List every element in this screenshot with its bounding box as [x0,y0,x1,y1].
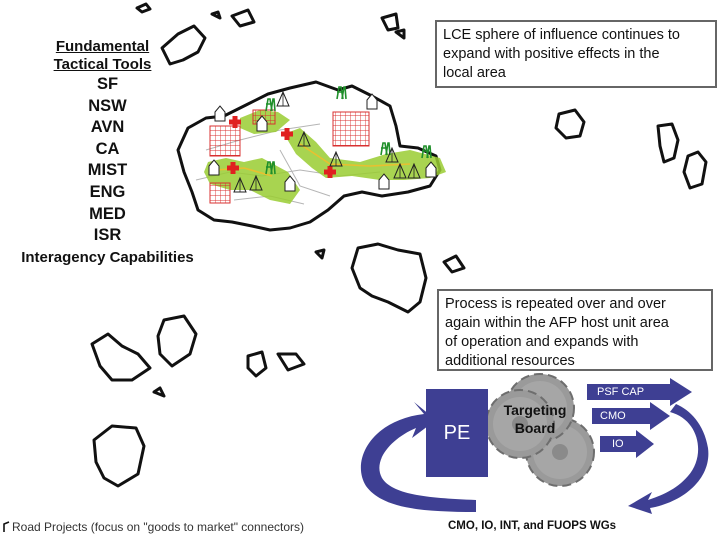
island [394,28,406,40]
io-arrow [600,430,654,458]
island [350,242,428,314]
population-grids [209,109,370,204]
island [90,332,152,382]
island [682,150,708,190]
callout-line: LCE sphere of influence continues to [443,27,680,43]
island [554,108,586,140]
tool-item-ca: CA [95,139,120,158]
tool-item-sf: SF [96,75,119,93]
influence-callout: LCE sphere of influence continues to exp… [435,20,717,88]
tool-item-isr: ISR [93,226,122,245]
tools-footer: Interagency Capabilities [21,248,194,266]
island [656,122,680,164]
tool-item-avn: AVN [90,118,125,137]
callout-line: of operation and expands with [445,334,639,350]
road-projects [215,143,411,177]
process-callout: Process is repeated over and over again … [437,289,713,371]
tool-item-mist: MIST [87,161,128,180]
pe-box: PE [426,389,488,477]
callout-line: additional resources [445,353,575,369]
small-islands [90,2,708,488]
tools-header-1: Fundamental [55,38,150,55]
island [442,254,466,274]
island [160,24,207,66]
island [314,248,326,260]
io-label: IO [612,438,624,450]
tool-item-nsw: NSW [88,96,127,115]
right-return-arrow [628,404,709,514]
left-return-arrow [360,402,476,512]
island [230,8,256,28]
cycle-arrows [360,402,709,514]
island [246,350,268,378]
island [152,386,166,398]
working-groups-label: CMO, IO, INT, and FUOPS WGs [448,520,617,532]
island [156,314,198,368]
road-legend-icon [3,521,10,532]
gear-label-line: Board [514,420,556,436]
callout-line: expand with positive effects in the [443,46,660,62]
tools-header-2: Tactical Tools [53,56,152,73]
output-arrows [587,378,692,458]
callout-line: again within the AFP host unit area [445,315,669,331]
island [380,12,400,32]
tool-item-eng: ENG [89,182,126,201]
cmo-arrow [592,402,670,430]
island [276,352,306,372]
gear-label-line: Targeting [503,402,567,418]
tool-item-med: MED [89,204,126,223]
island [210,10,222,20]
island [92,424,146,488]
callout-line: Process is repeated over and over [445,296,666,312]
psf-cap-label: PSF CAP [597,386,645,398]
island [135,2,152,14]
targeting-board-label: Targeting Board [488,401,582,437]
road-projects-legend: Road Projects (focus on "goods to market… [12,520,304,534]
psf-cap-arrow [587,378,692,406]
tactical-tools-list: Fundamental Tactical Tools SF NSW AVN CA… [0,38,215,268]
cmo-label: CMO [600,410,626,422]
callout-line: local area [443,65,506,81]
